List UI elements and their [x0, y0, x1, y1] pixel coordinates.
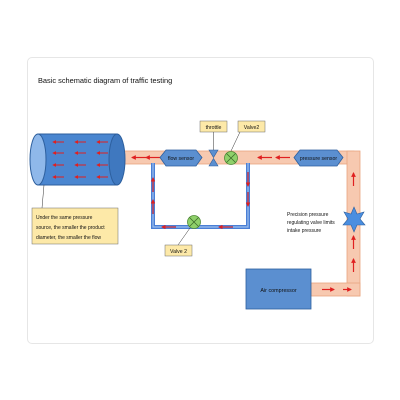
tank-note-line-3: diameter, the smaller the flow — [36, 235, 101, 241]
tank-arrows — [52, 140, 108, 179]
tank-note: Under the same pressure source, the smal… — [31, 184, 119, 245]
compressor-pipe — [310, 282, 361, 297]
tank-note-pointer — [41, 184, 45, 209]
valve-top-label: Valve2 — [244, 125, 260, 131]
regulator-note-line-3: intake pressure — [287, 228, 321, 234]
flow-sensor-body — [159, 149, 203, 167]
bypass-arrows — [150, 172, 251, 230]
throttle-label: throttle — [206, 125, 222, 131]
diagram-title: Basic schematic diagram of traffic testi… — [38, 76, 172, 85]
valve-bottom-cross — [189, 217, 199, 227]
tank — [29, 133, 126, 186]
tank-note-line-2: source, the smaller the product — [36, 225, 105, 231]
throttle-top-icon — [208, 149, 219, 159]
throttle: throttle — [199, 120, 228, 167]
pressure-regulator: Precision pressure regulating valve limi… — [287, 206, 366, 234]
air-compressor-body — [245, 268, 312, 310]
valve-top-label-box — [237, 120, 266, 133]
tank-note-line-1: Under the same pressure — [36, 215, 93, 221]
flow-sensor-label: flow sensor — [168, 156, 195, 162]
tank-right-end — [108, 133, 126, 186]
pressure-sensor-body — [293, 149, 344, 167]
valve-top-cross — [226, 153, 236, 163]
pressure-sensor: pressure sensor — [293, 149, 344, 167]
throttle-bottom-icon — [208, 157, 219, 167]
tank-note-box — [31, 207, 119, 245]
valve-bottom-pointer — [177, 227, 191, 246]
valve-top-pointer — [230, 131, 241, 152]
valve-bottom-label: Valve 2 — [170, 249, 187, 255]
valve-bottom: Valve 2 — [164, 215, 201, 257]
regulator-note-line-1: Precision pressure — [287, 212, 329, 218]
valve-top: Valve2 — [224, 120, 266, 165]
regulator-star-icon — [342, 206, 366, 233]
valve-bottom-label-box — [164, 244, 193, 257]
regulator-note-line-2: regulating valve limits — [287, 220, 335, 226]
flow-sensor: flow sensor — [159, 149, 203, 167]
air-compressor-label: Air compressor — [260, 288, 296, 294]
pressure-sensor-label: pressure sensor — [300, 156, 337, 162]
bypass-pipe-inner — [152, 163, 249, 228]
vertical-pipe-arrows — [322, 172, 356, 292]
bypass-pipe — [151, 163, 250, 229]
tank-left-end — [29, 133, 47, 186]
air-compressor: Air compressor — [245, 268, 312, 310]
